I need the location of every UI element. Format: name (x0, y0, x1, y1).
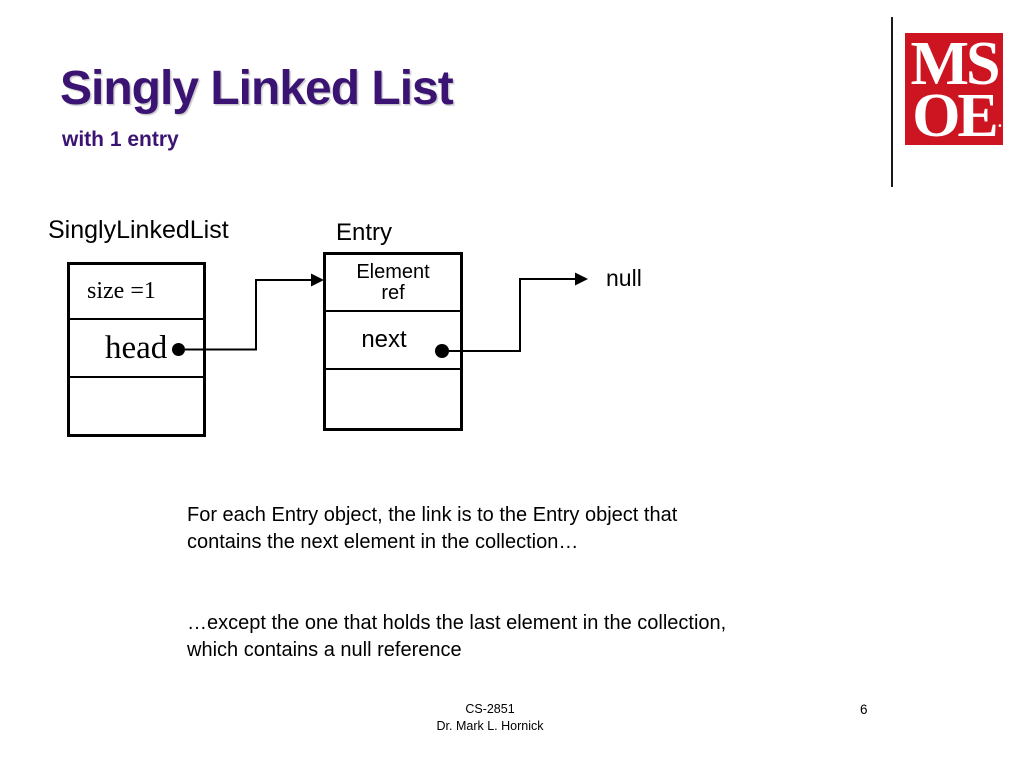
footer: CS-2851 Dr. Mark L. Hornick (380, 701, 600, 734)
entry-box: Element ref next (323, 252, 463, 431)
body-paragraph-1: For each Entry object, the link is to th… (187, 504, 678, 553)
null-label: null (606, 265, 642, 291)
footer-author: Dr. Mark L. Hornick (436, 718, 544, 733)
head-field: head (70, 320, 203, 378)
entry-label: Entry (336, 219, 393, 246)
next-field: next (326, 312, 460, 370)
msoe-logo-bottom-letters: OE (912, 82, 999, 145)
logo-divider-line (891, 17, 893, 187)
empty-field (326, 370, 460, 428)
slide-title: Singly Linked List (60, 62, 454, 115)
singly-linked-list-label: SinglyLinkedList (48, 216, 229, 244)
footer-course: CS-2851 (465, 702, 515, 716)
msoe-logo-top-letters: MS (910, 33, 1001, 98)
msoe-logo-letters: MS OE (905, 33, 1003, 145)
body-text: For each Entry object, the link is to th… (187, 475, 827, 691)
next-to-null-arrow-line (449, 278, 575, 352)
singly-linked-list-box: size =1 head (67, 262, 206, 437)
body-paragraph-2: …except the one that holds the last elem… (187, 612, 727, 661)
msoe-logo: MS OE . (905, 33, 1003, 145)
msoe-logo-period: . (997, 112, 1002, 131)
size-field: size =1 (70, 265, 203, 320)
next-to-null-arrowhead (575, 272, 588, 286)
page-number: 6 (860, 702, 868, 717)
empty-field (70, 378, 203, 434)
slide-subtitle: with 1 entry (62, 128, 179, 151)
element-ref-field: Element ref (326, 255, 460, 312)
